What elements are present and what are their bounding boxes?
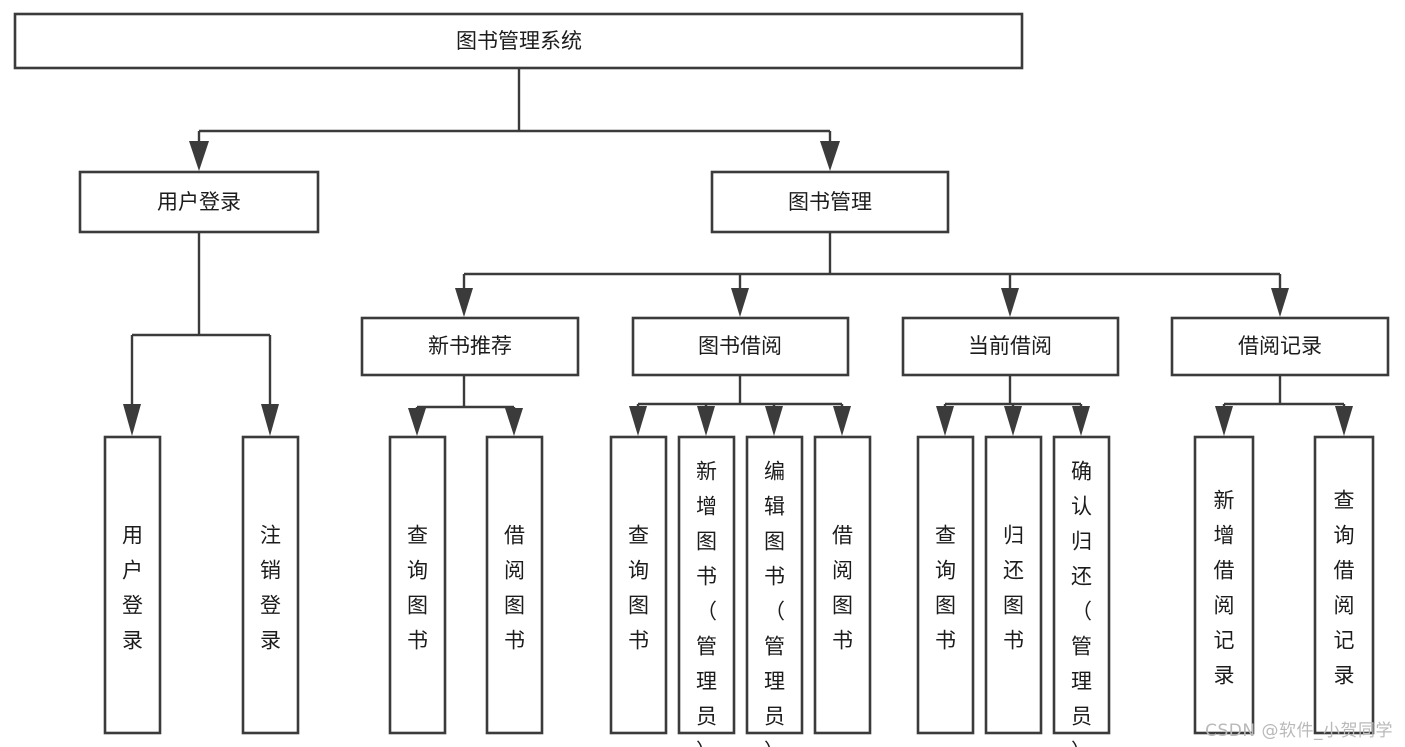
node-leaf-query-book-1[interactable]: 查询图书 bbox=[388, 435, 447, 735]
node-leaf-confirm-return-box[interactable] bbox=[1052, 435, 1111, 735]
node-book-manage[interactable]: 图书管理 bbox=[710, 170, 950, 234]
arrow-head-leaf-return-book bbox=[1004, 406, 1022, 436]
node-leaf-borrow-book-1-label: 借阅图书 bbox=[504, 523, 525, 652]
node-leaf-query-book-2[interactable]: 查询图书 bbox=[609, 435, 668, 735]
arrow-head-leaf-confirm-return bbox=[1072, 406, 1090, 436]
node-new-book-recommend-label: 新书推荐 bbox=[428, 334, 512, 358]
arrow-head-leaf-query-book-3 bbox=[936, 406, 954, 436]
node-leaf-query-record-box[interactable] bbox=[1313, 435, 1375, 735]
node-leaf-user-logout-label: 注销登录 bbox=[260, 523, 281, 652]
node-leaf-user-login[interactable]: 用户登录 bbox=[103, 435, 162, 735]
node-borrow-record-box[interactable] bbox=[1170, 316, 1390, 377]
arrow-head-leaf-user-login bbox=[123, 404, 141, 436]
node-leaf-query-record[interactable]: 查询借阅记录 bbox=[1313, 435, 1375, 735]
arrow-head-leaf-user-logout bbox=[261, 404, 279, 436]
node-leaf-edit-book[interactable]: 编辑图书（管理员） bbox=[745, 435, 804, 747]
node-new-book-recommend-box[interactable] bbox=[360, 316, 580, 377]
connector-layer bbox=[123, 68, 1353, 436]
node-leaf-add-book-label: 新增图书（管理员） bbox=[696, 459, 717, 747]
node-leaf-confirm-return[interactable]: 确认归还（管理员） bbox=[1052, 435, 1111, 747]
node-leaf-add-book[interactable]: 新增图书（管理员） bbox=[677, 435, 736, 747]
node-leaf-add-book-box[interactable] bbox=[677, 435, 736, 735]
node-leaf-edit-book-box[interactable] bbox=[745, 435, 804, 735]
node-book-manage-box[interactable] bbox=[710, 170, 950, 234]
node-current-borrow-label: 当前借阅 bbox=[968, 334, 1052, 358]
node-leaf-borrow-book-2-label: 借阅图书 bbox=[832, 523, 853, 652]
node-leaf-confirm-return-label: 确认归还（管理员） bbox=[1071, 459, 1092, 747]
node-leaf-return-book-box[interactable] bbox=[984, 435, 1043, 735]
node-leaf-user-login-label: 用户登录 bbox=[122, 523, 143, 652]
arrow-head-leaf-add-book bbox=[697, 406, 715, 436]
node-root[interactable]: 图书管理系统 bbox=[13, 12, 1024, 70]
arrow-head-leaf-add-record bbox=[1215, 406, 1233, 436]
node-leaf-add-record[interactable]: 新增借阅记录 bbox=[1193, 435, 1255, 735]
node-leaf-query-book-2-label: 查询图书 bbox=[628, 523, 649, 652]
node-leaf-query-book-1-label: 查询图书 bbox=[407, 523, 428, 652]
node-leaf-query-book-3-box[interactable] bbox=[916, 435, 975, 735]
arrow-head-book-borrow bbox=[731, 288, 749, 317]
node-user-login-label: 用户登录 bbox=[157, 190, 241, 214]
arrow-head-leaf-edit-book bbox=[765, 406, 783, 436]
arrow-head-borrow-record bbox=[1271, 288, 1289, 317]
node-borrow-record-label: 借阅记录 bbox=[1238, 334, 1322, 358]
node-leaf-query-book-3-label: 查询图书 bbox=[935, 523, 956, 652]
arrow-head-user-login bbox=[189, 141, 209, 171]
arrow-head-leaf-query-book-1 bbox=[408, 408, 426, 436]
node-borrow-record[interactable]: 借阅记录 bbox=[1170, 316, 1390, 377]
node-user-login-box[interactable] bbox=[78, 170, 320, 234]
node-leaf-add-record-label: 新增借阅记录 bbox=[1214, 488, 1235, 687]
node-current-borrow-box[interactable] bbox=[901, 316, 1120, 377]
node-book-borrow-box[interactable] bbox=[631, 316, 850, 377]
node-leaf-query-book-3[interactable]: 查询图书 bbox=[916, 435, 975, 735]
arrow-head-leaf-borrow-book-2 bbox=[833, 406, 851, 436]
node-leaf-return-book[interactable]: 归还图书 bbox=[984, 435, 1043, 735]
csdn-watermark: CSDN @软件_小贺同学 bbox=[1205, 721, 1393, 741]
arrow-head-leaf-query-book-2 bbox=[629, 406, 647, 436]
node-current-borrow[interactable]: 当前借阅 bbox=[901, 316, 1120, 377]
arrow-head-leaf-borrow-book-1 bbox=[505, 408, 523, 436]
node-book-borrow[interactable]: 图书借阅 bbox=[631, 316, 850, 377]
node-root-box[interactable] bbox=[13, 12, 1024, 70]
arrow-head-book-manage bbox=[820, 141, 840, 171]
node-new-book-recommend[interactable]: 新书推荐 bbox=[360, 316, 580, 377]
node-leaf-borrow-book-1-box[interactable] bbox=[485, 435, 544, 735]
node-leaf-return-book-label: 归还图书 bbox=[1003, 523, 1024, 652]
node-leaf-query-record-label: 查询借阅记录 bbox=[1334, 488, 1355, 687]
arrow-head-leaf-query-record bbox=[1335, 406, 1353, 436]
node-book-borrow-label: 图书借阅 bbox=[698, 334, 782, 358]
node-leaf-user-logout-box[interactable] bbox=[241, 435, 300, 735]
arrow-head-new-book-recommend bbox=[455, 288, 473, 317]
node-leaf-user-login-box[interactable] bbox=[103, 435, 162, 735]
node-leaf-borrow-book-2-box[interactable] bbox=[813, 435, 872, 735]
node-leaf-query-book-2-box[interactable] bbox=[609, 435, 668, 735]
arrow-head-current-borrow bbox=[1001, 288, 1019, 317]
node-leaf-user-logout[interactable]: 注销登录 bbox=[241, 435, 300, 735]
node-user-login[interactable]: 用户登录 bbox=[78, 170, 320, 234]
node-root-label: 图书管理系统 bbox=[456, 29, 582, 53]
node-leaf-query-book-1-box[interactable] bbox=[388, 435, 447, 735]
node-leaf-edit-book-label: 编辑图书（管理员） bbox=[764, 459, 785, 747]
node-leaf-add-record-box[interactable] bbox=[1193, 435, 1255, 735]
node-book-manage-label: 图书管理 bbox=[788, 190, 872, 214]
node-leaf-borrow-book-2[interactable]: 借阅图书 bbox=[813, 435, 872, 735]
node-leaf-borrow-book-1[interactable]: 借阅图书 bbox=[485, 435, 544, 735]
